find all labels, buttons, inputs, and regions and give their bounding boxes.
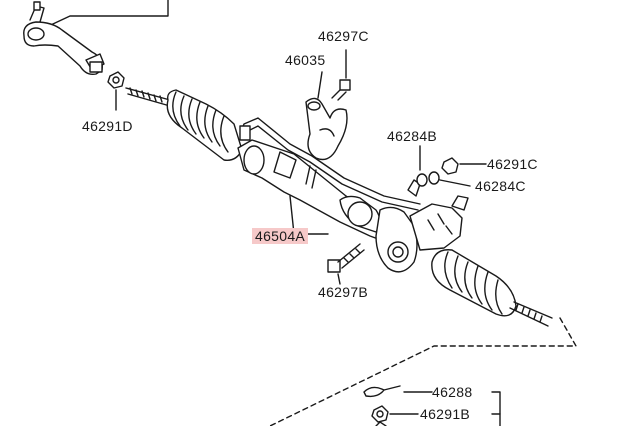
label-46288: 46288: [432, 384, 473, 400]
rack-housing: [237, 139, 401, 245]
left-boot: [166, 89, 243, 161]
label-46297C: 46297C: [318, 28, 369, 44]
right-boot: [431, 249, 517, 317]
label-46297B: 46297B: [318, 284, 369, 300]
lower-callout-frame: [269, 317, 577, 426]
nut-46291B: [371, 405, 419, 426]
bolt-46297C: [331, 49, 351, 101]
cotter-pin-46288: [363, 385, 433, 398]
label-46291C: 46291C: [487, 156, 538, 172]
lower-group-bracket: [491, 391, 501, 426]
upper-callout-frame: [39, 0, 169, 31]
label-46035: 46035: [285, 52, 326, 68]
label-46284B: 46284B: [387, 128, 438, 144]
left-tie-rod: [125, 87, 171, 107]
bracket-46035: [305, 71, 348, 161]
hydraulic-pipes: [239, 117, 421, 211]
label-46291D: 46291D: [82, 118, 133, 134]
label-46284C: 46284C: [475, 178, 526, 194]
left-tie-rod-end: [23, 1, 105, 76]
nut-46291D: [107, 71, 125, 111]
label-46504A[interactable]: 46504A: [252, 228, 309, 244]
label-46291B: 46291B: [420, 406, 471, 422]
bolt-46297B: [327, 243, 365, 285]
washers-and-nut: [416, 145, 487, 187]
right-tie-rod: [509, 301, 553, 327]
valve-body: [375, 179, 469, 273]
